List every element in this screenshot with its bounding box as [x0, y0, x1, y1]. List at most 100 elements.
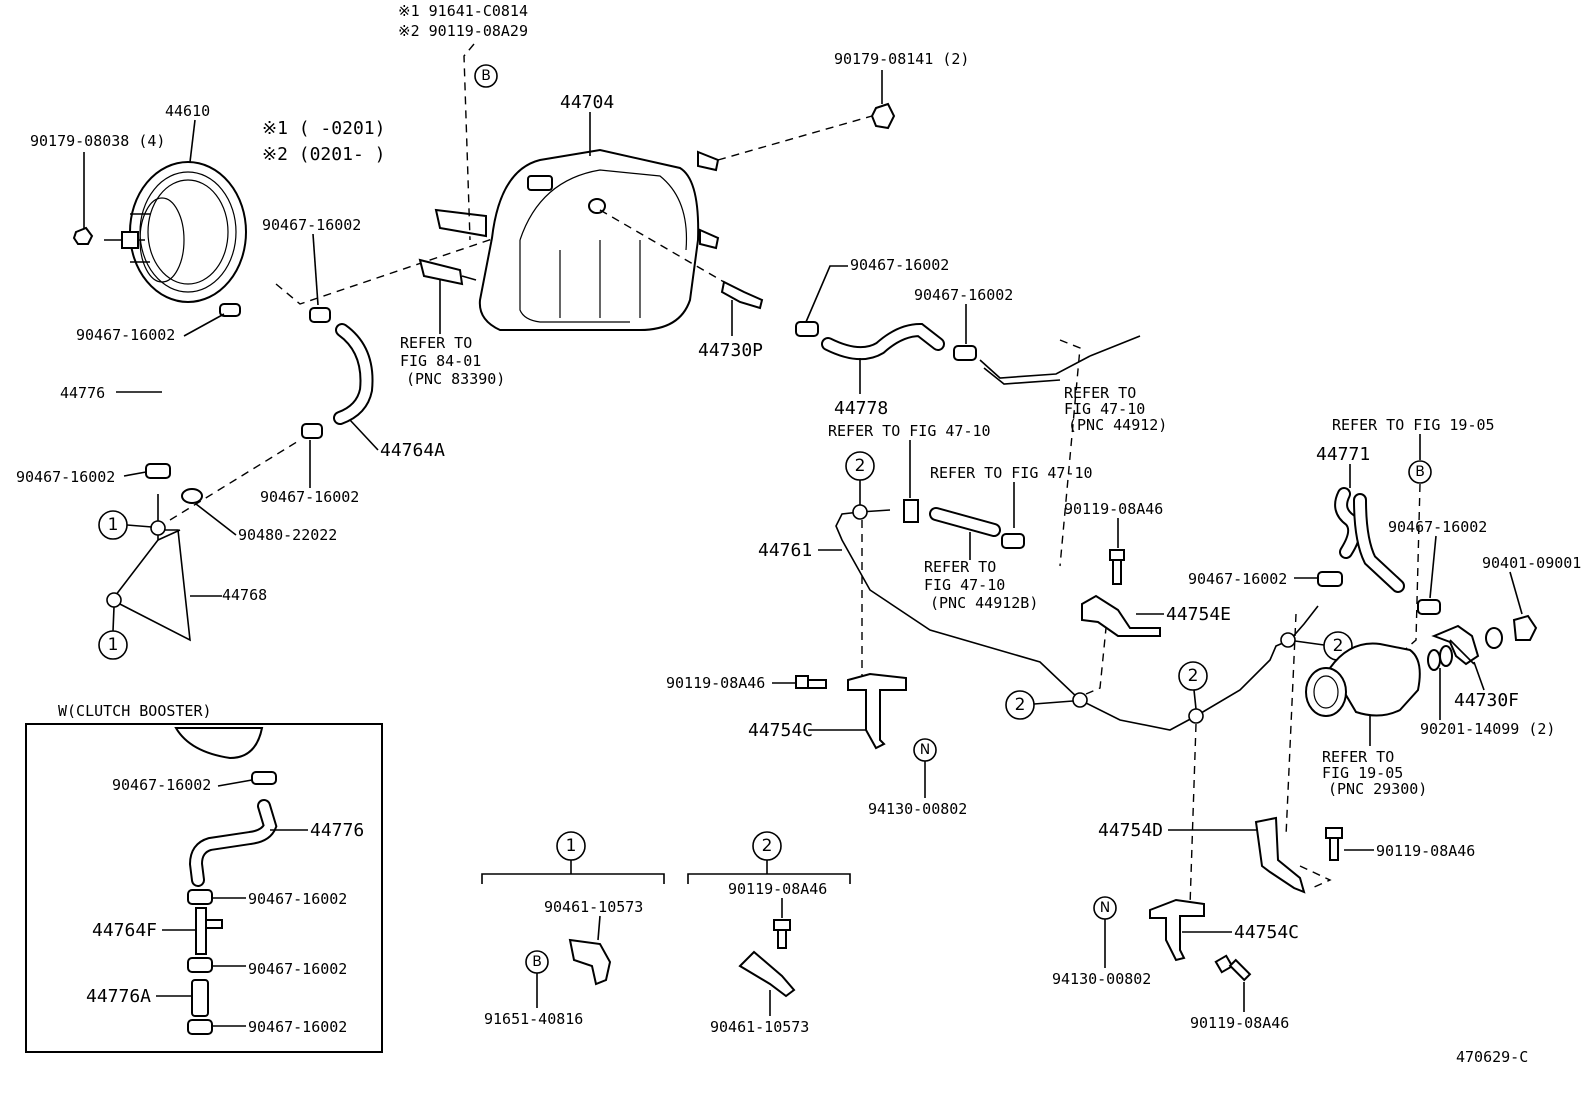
clamp-90467-c[interactable]: [309, 307, 331, 323]
bolt-90119-b[interactable]: [1109, 549, 1125, 585]
pump-29300[interactable]: [1305, 642, 1421, 717]
refer-4710-a: REFER TO FIG 47-10: [828, 422, 991, 440]
connector-4710[interactable]: [903, 499, 919, 523]
label-90201: 90201-14099 (2): [1420, 720, 1555, 738]
clamp-90467-d[interactable]: [301, 423, 323, 439]
brake-booster-44610[interactable]: [104, 161, 247, 303]
inset-frame: [25, 723, 383, 1053]
nut-90179-08038[interactable]: [72, 226, 94, 245]
bolt-90119-c[interactable]: [1325, 827, 1343, 861]
label-44768: 44768: [222, 586, 267, 604]
label-90467-g: 90467-16002: [1188, 570, 1287, 588]
washer-90401[interactable]: [1485, 627, 1503, 649]
refer-29300-line1: REFER TO: [1322, 748, 1394, 766]
nut-90179-08141[interactable]: [870, 102, 896, 130]
reservoir-44704[interactable]: [434, 148, 720, 331]
svg-text:2: 2: [762, 836, 773, 856]
union-90401-09001[interactable]: [1512, 614, 1538, 641]
svg-text:2: 2: [1015, 695, 1026, 715]
level-switch-83390[interactable]: [418, 258, 477, 286]
label-kit2-90461: 90461-10573: [710, 1018, 809, 1036]
joint-2a: [852, 504, 868, 520]
refer-1905: REFER TO FIG 19-05: [1332, 416, 1495, 434]
inset-clamp-3[interactable]: [187, 957, 213, 973]
bracket-44754D[interactable]: [1254, 816, 1306, 894]
clamp-90467-h[interactable]: [1417, 599, 1441, 615]
pipe-44761[interactable]: [835, 509, 1319, 731]
clamp-90467-g[interactable]: [1317, 571, 1343, 587]
label-90467-h: 90467-16002: [1388, 518, 1487, 536]
label-inset-90467-1: 90467-16002: [112, 776, 211, 794]
fitting-44730F[interactable]: [1431, 624, 1480, 666]
bracket-44754E[interactable]: [1081, 594, 1161, 637]
callout-2c: 2: [1178, 661, 1208, 691]
tee-44764F[interactable]: [195, 907, 223, 955]
svg-text:B: B: [532, 954, 542, 970]
range-note-2: ※2 (0201- ): [262, 144, 385, 165]
label-90119-a: 90119-08A46: [666, 674, 765, 692]
bolt-90119-a[interactable]: [795, 675, 827, 689]
label-44776A: 44776A: [86, 986, 151, 1007]
joint-2d: [1280, 632, 1296, 648]
label-inset-90467-2: 90467-16002: [248, 890, 347, 908]
label-44704: 44704: [560, 92, 614, 113]
label-94130-a: 94130-00802: [868, 800, 967, 818]
bolt-90119-d[interactable]: [1214, 954, 1252, 982]
label-90467-c: 90467-16002: [262, 216, 361, 234]
refer-4710-b: REFER TO FIG 47-10: [930, 464, 1093, 482]
label-90179-08141: 90179-08141 (2): [834, 50, 969, 68]
joint-1a: [150, 520, 166, 536]
label-94130-b: 94130-00802: [1052, 970, 1151, 988]
refer-44912B-line3: (PNC 44912B): [930, 594, 1038, 612]
clamp-90467-e[interactable]: [795, 321, 819, 337]
clip-90461-10573-a[interactable]: [568, 938, 612, 986]
refer-84-line2: FIG 84-01: [400, 352, 481, 370]
clutch-booster[interactable]: [174, 727, 264, 760]
refer-44912B-line1: REFER TO: [924, 558, 996, 576]
clamp-90467-a[interactable]: [219, 303, 241, 317]
refer-44912-line2: FIG 47-10: [1064, 400, 1145, 418]
fitting-44730P[interactable]: [720, 280, 764, 310]
label-90179-08038: 90179-08038 (4): [30, 132, 165, 150]
label-44778: 44778: [834, 398, 888, 419]
clamp-44912B[interactable]: [1001, 533, 1025, 549]
label-inset-90467-4: 90467-16002: [248, 1018, 347, 1036]
bracket-44754C-b[interactable]: [1149, 898, 1205, 962]
callout-2a: 2: [845, 451, 875, 481]
refer-44912B-line2: FIG 47-10: [924, 576, 1005, 594]
svg-text:2: 2: [855, 456, 866, 476]
bracket-44754C-a[interactable]: [847, 672, 907, 750]
clip-90461-10573-b[interactable]: [738, 950, 796, 998]
refer-29300-line2: FIG 19-05: [1322, 764, 1403, 782]
label-inset-44776: 44776: [310, 820, 364, 841]
callout-B-top: B: [474, 64, 498, 88]
label-90119-c: 90119-08A46: [1376, 842, 1475, 860]
kit-2-header: 2: [752, 831, 782, 861]
gasket-90201-14099[interactable]: [1427, 645, 1453, 671]
refer-44912-line1: REFER TO: [1064, 384, 1136, 402]
callout-2b: 2: [1005, 690, 1035, 720]
label-90467-d: 90467-16002: [260, 488, 359, 506]
label-90119-b: 90119-08A46: [1064, 500, 1163, 518]
bolt-90119-kit2[interactable]: [773, 919, 791, 949]
label-kit1-90461: 90461-10573: [544, 898, 643, 916]
inset-clamp-1[interactable]: [251, 771, 277, 785]
grommet-90480-22022[interactable]: [181, 488, 203, 504]
callout-B-kit1: B: [525, 950, 549, 974]
clamp-90467-b[interactable]: [145, 463, 171, 479]
callout-N-b: N: [1093, 896, 1117, 920]
label-44730P: 44730P: [698, 340, 763, 361]
label-44764F: 44764F: [92, 920, 157, 941]
inset-clamp-4[interactable]: [187, 1019, 213, 1035]
range-note-1: ※1 ( -0201): [262, 118, 385, 139]
hose-44776A[interactable]: [191, 979, 209, 1017]
note1-header: ※1 91641-C0814: [398, 2, 528, 20]
inset-clamp-2[interactable]: [187, 889, 213, 905]
label-44761: 44761: [758, 540, 812, 561]
refer-84-line1: REFER TO: [400, 334, 472, 352]
label-44754E: 44754E: [1166, 604, 1231, 625]
label-inset-90467-3: 90467-16002: [248, 960, 347, 978]
clamp-90467-f[interactable]: [953, 345, 977, 361]
